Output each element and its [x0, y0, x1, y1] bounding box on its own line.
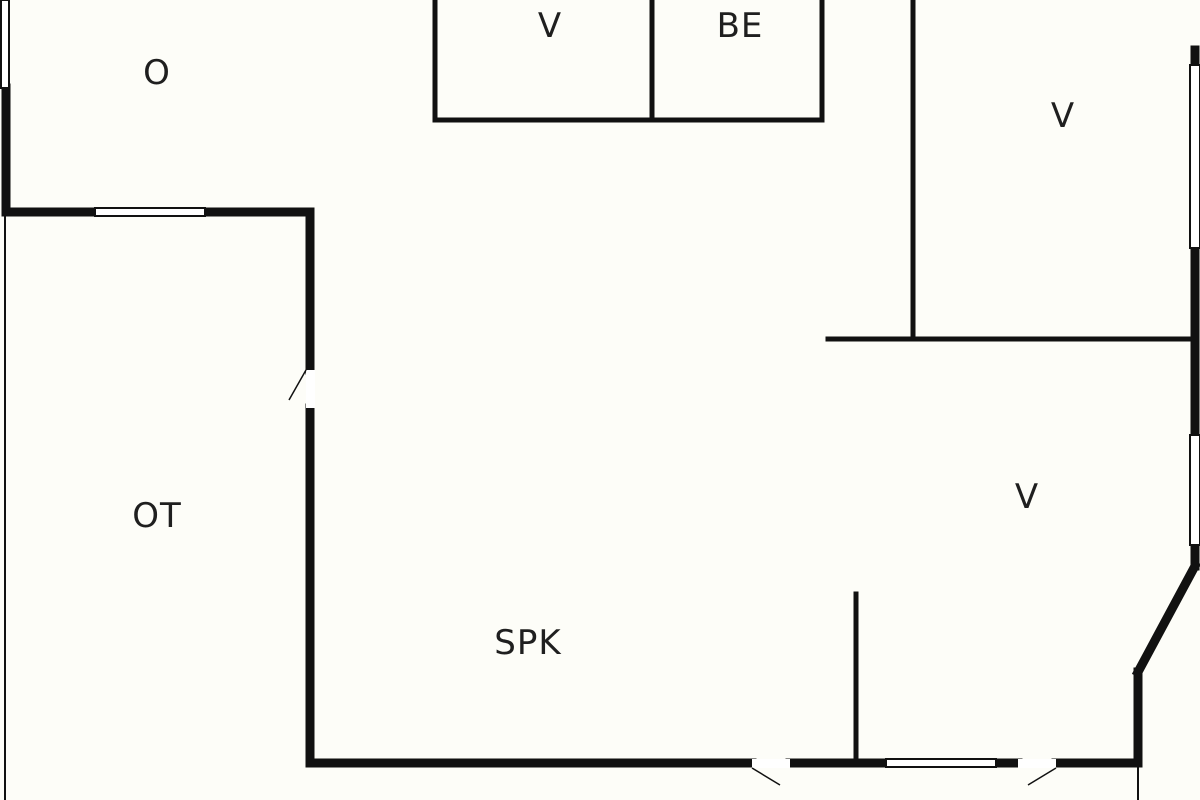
- door-ot-opening: [306, 370, 315, 408]
- door-bottom-left-opening: [752, 759, 790, 768]
- door-bottom-left-swing: [751, 767, 781, 786]
- window-right-top: [1189, 64, 1200, 249]
- room-label-ot: OT: [132, 496, 182, 536]
- window-right-mid: [1189, 434, 1200, 546]
- doors: [288, 369, 1057, 786]
- wall-right-diagonal: [1131, 559, 1200, 679]
- window-top-o: [94, 207, 206, 217]
- door-bottom-right-opening: [1018, 759, 1056, 768]
- room-label-spk: SPK: [494, 623, 562, 663]
- thick-walls: [1, 45, 1200, 768]
- windows: [0, 0, 1200, 768]
- room-label-v-right-lower: V: [1014, 477, 1040, 517]
- window-bottom-v: [885, 758, 997, 768]
- door-bottom-right-swing: [1027, 767, 1057, 786]
- window-left-top: [0, 0, 10, 89]
- door-ot-swing: [288, 369, 307, 401]
- interior-walls: [432, 0, 1198, 766]
- room-label-o: O: [143, 53, 171, 93]
- room-label-v-right-upper: V: [1050, 96, 1076, 136]
- room-label-v-top: V: [537, 6, 563, 46]
- room-label-be: BE: [716, 6, 764, 46]
